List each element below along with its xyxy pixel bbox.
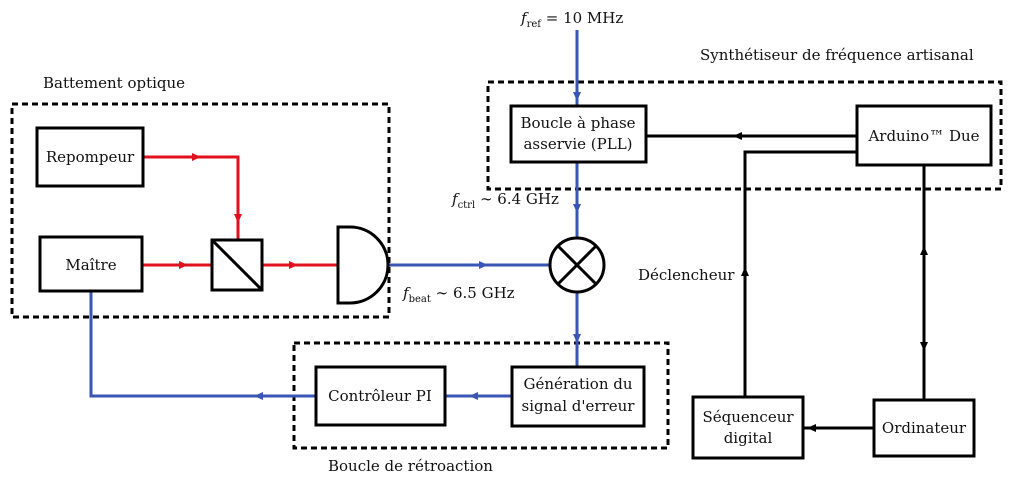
master-box [38, 235, 144, 293]
f-beat-sub: beat [409, 294, 431, 305]
synthesizer-group-label: Synthétiseur de fréquence artisanal [700, 46, 974, 64]
repumper-box [35, 126, 145, 188]
f-beat-value: ∼ 6.5 GHz [431, 284, 515, 302]
optical-beat-group [10, 102, 391, 319]
sequencer-box [691, 395, 805, 460]
sequencer-label-line1: Séquenceur [702, 408, 794, 426]
master-label: Maître [65, 256, 116, 274]
f-ref-label: fref = 10 MHz [520, 9, 623, 30]
f-beat-label: fbeat ∼ 6.5 GHz [402, 284, 515, 305]
pi-to-master-line [89, 291, 316, 398]
repumper-beam [143, 155, 240, 250]
pll-label-line2: asservie (PLL) [523, 135, 632, 153]
pi-controller-label: Contrôleur PI [328, 387, 432, 405]
feedback-loop-group-label: Boucle de rétroaction [328, 457, 493, 475]
f-beat-symbol: f [402, 284, 411, 302]
error-signal-label-line1: Génération du [523, 375, 632, 393]
repumper-label: Repompeur [46, 148, 135, 166]
f-ctrl-value: ∼ 6.4 GHz [475, 190, 559, 208]
arduino-label: Arduino™ Due [867, 127, 979, 145]
beam-splitter-cube-icon [210, 238, 264, 292]
error-signal-label-line2: signal d'erreur [522, 397, 636, 415]
mixer-icon [548, 236, 606, 294]
pll-label-line1: Boucle à phase [520, 114, 635, 132]
sequencer-label-line2: digital [724, 429, 773, 447]
computer-label: Ordinateur [882, 419, 967, 437]
f-ctrl-sub: ctrl [458, 200, 476, 211]
trigger-label: Déclencheur [638, 266, 735, 284]
f-ref-symbol: f [520, 9, 529, 27]
f-ref-sub: ref [527, 19, 543, 30]
f-ctrl-label: fctrl ∼ 6.4 GHz [451, 190, 559, 211]
photodiode-icon [336, 225, 390, 305]
f-ctrl-symbol: f [451, 190, 460, 208]
arduino-box [855, 104, 993, 167]
computer-box [872, 398, 976, 458]
optical-beat-group-label: Battement optique [43, 74, 185, 92]
pi-controller-box [314, 365, 447, 427]
f-ref-value: = 10 MHz [541, 9, 623, 27]
error-signal-box [510, 365, 646, 428]
pll-box [509, 104, 648, 164]
